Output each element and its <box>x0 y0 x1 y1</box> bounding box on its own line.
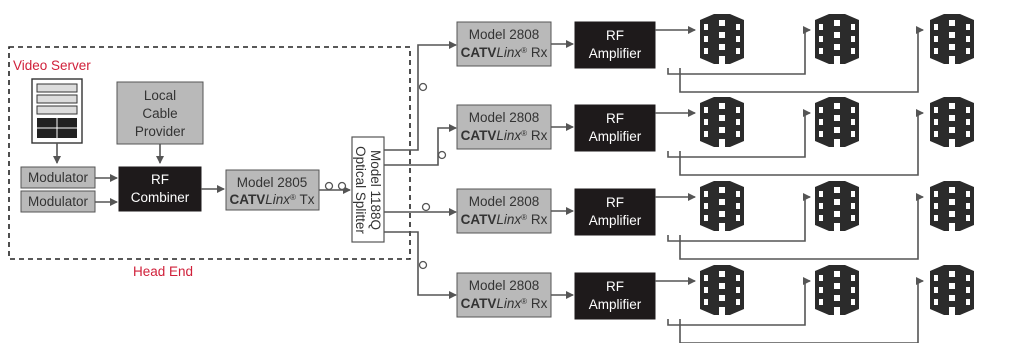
local-cable-provider-box <box>116 81 204 145</box>
rf-amplifier-line-2: Amplifier <box>589 129 642 144</box>
building-icon <box>930 181 974 231</box>
rf-amplifier-box <box>574 104 656 152</box>
coax-wire <box>679 277 924 343</box>
coax-wire <box>679 109 924 176</box>
receiver-box <box>456 188 552 234</box>
receiver-model: Model 2808 <box>469 194 540 209</box>
rf-amplifier-box <box>574 272 656 320</box>
receiver-brand: CATVLinx® Rx <box>461 45 548 60</box>
splitter-line-1: Model 1188Q <box>368 150 383 230</box>
coax-wire <box>667 26 811 75</box>
head-end-label: Head End <box>133 264 193 279</box>
receiver-box <box>456 21 552 67</box>
video-server-label: Video Server <box>13 58 91 73</box>
coax-wire <box>667 193 811 242</box>
transmitter-brand: CATVLinx® Tx <box>230 192 315 207</box>
modulator-label-1: Modulator <box>28 170 89 185</box>
rf-amplifier-line-1: RF <box>606 195 624 210</box>
rf-amplifier-line-1: RF <box>606 111 624 126</box>
building-icon <box>700 14 744 64</box>
rf-amplifier-line-1: RF <box>606 279 624 294</box>
building-icon <box>930 97 974 147</box>
rf-amplifier-line-2: Amplifier <box>589 213 642 228</box>
receiver-brand: CATVLinx® Rx <box>461 212 548 227</box>
modulator-label-2: Modulator <box>28 194 89 209</box>
building-icon <box>700 181 744 231</box>
receiver-model: Model 2808 <box>469 278 540 293</box>
coax-wire <box>667 109 811 158</box>
receiver-brand: CATVLinx® Rx <box>461 128 548 143</box>
building-icon <box>815 97 859 147</box>
optical-splitter-box <box>351 136 385 243</box>
video-server-icon <box>31 78 83 144</box>
building-icon <box>700 97 744 147</box>
local-cable-line-3: Provider <box>135 124 186 139</box>
building-icon <box>815 14 859 64</box>
rf-amplifier-box <box>574 188 656 236</box>
coax-wire <box>667 277 811 326</box>
receiver-brand: CATVLinx® Rx <box>461 296 548 311</box>
building-icon <box>815 181 859 231</box>
coax-wire <box>679 26 924 93</box>
building-icon <box>815 265 859 315</box>
building-icon <box>930 265 974 315</box>
building-icon <box>700 265 744 315</box>
coax-wire <box>679 193 924 260</box>
transmitter-model: Model 2805 <box>237 175 308 190</box>
building-icon <box>930 14 974 64</box>
local-cable-line-2: Cable <box>142 106 177 121</box>
receiver-model: Model 2808 <box>469 27 540 42</box>
rf-amplifier-line-1: RF <box>606 28 624 43</box>
rf-amplifier-box <box>574 21 656 69</box>
head-end-boundary <box>8 46 411 260</box>
rf-amplifier-line-2: Amplifier <box>589 46 642 61</box>
rf-combiner-box <box>118 166 202 212</box>
local-cable-line-1: Local <box>144 88 176 103</box>
rf-combiner-line-2: Combiner <box>131 190 190 205</box>
rf-combiner-line-1: RF <box>151 172 169 187</box>
rf-amplifier-line-2: Amplifier <box>589 297 642 312</box>
receiver-box <box>456 272 552 318</box>
receiver-box <box>456 104 552 150</box>
splitter-line-2: Optical Splitter <box>353 146 368 234</box>
receiver-model: Model 2808 <box>469 110 540 125</box>
